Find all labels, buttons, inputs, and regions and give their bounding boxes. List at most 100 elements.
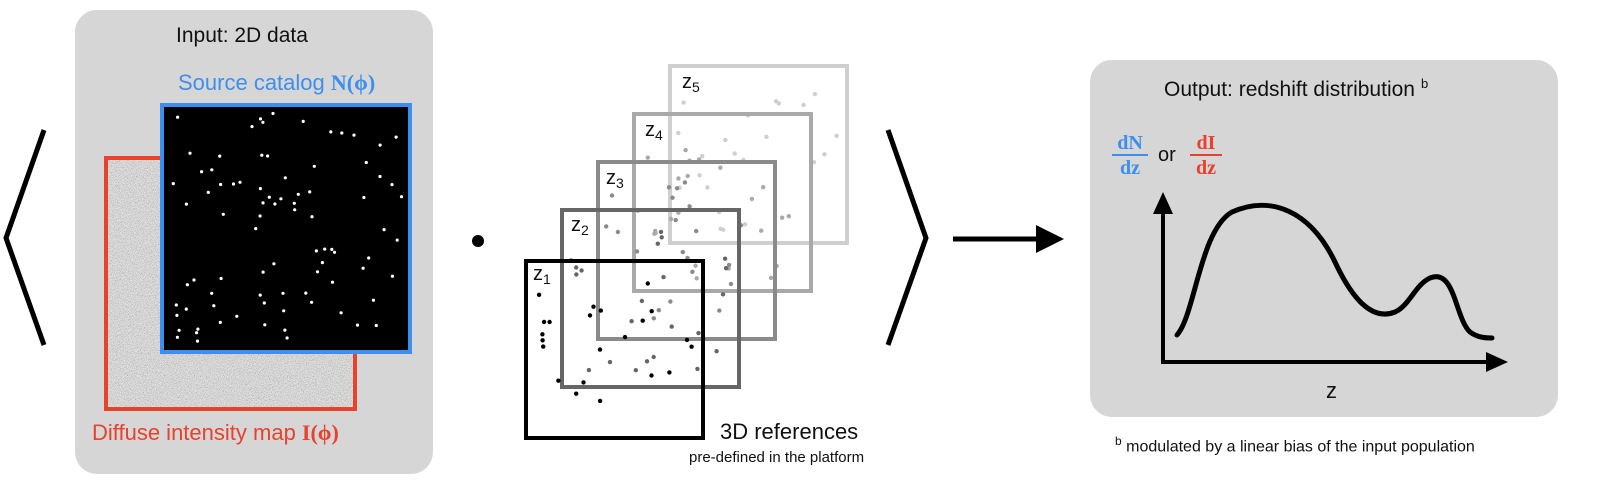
source-point (339, 311, 343, 315)
reference-point (597, 347, 603, 352)
dNdz-fraction: dN dz (1112, 132, 1148, 180)
reference-point (598, 308, 603, 313)
references-caption: 3D references (720, 419, 859, 444)
reference-point (609, 193, 615, 198)
source-point (374, 323, 378, 328)
source-point (352, 133, 356, 137)
reference-point (649, 373, 654, 378)
source-point (210, 168, 214, 172)
source-point (192, 278, 196, 282)
input-title: Input: 2D data (176, 24, 308, 47)
source-point (361, 266, 365, 270)
reference-point (723, 266, 729, 271)
source-point (219, 182, 223, 187)
reference-point (666, 185, 672, 190)
source-catalog-frame (160, 103, 412, 354)
source-point (258, 187, 262, 191)
source-point (254, 227, 258, 231)
source-point (196, 327, 200, 331)
reference-point (574, 272, 579, 277)
arrow-head (1036, 225, 1064, 253)
reference-point (684, 337, 690, 343)
reference-point (653, 228, 658, 234)
dot-operator (472, 235, 484, 247)
reference-point (651, 316, 656, 321)
reference-point (742, 222, 748, 227)
source-point (258, 293, 262, 297)
source-point (283, 176, 287, 180)
source-point (218, 320, 222, 324)
source-point (206, 190, 210, 194)
right-angle-bracket (885, 129, 929, 346)
source-point (235, 314, 239, 318)
source-point (355, 323, 360, 327)
reference-point (687, 204, 692, 209)
source-point (323, 247, 327, 251)
source-point (281, 291, 285, 295)
reference-point (658, 229, 664, 235)
reference-point (676, 130, 681, 136)
source-point (262, 301, 266, 305)
reference-point (768, 275, 774, 281)
reference-point (801, 102, 806, 108)
source-point (390, 183, 394, 187)
reference-slice-frame (632, 112, 813, 293)
source-point (221, 212, 225, 216)
source-point (258, 117, 263, 121)
source-point (312, 164, 316, 168)
reference-point (764, 134, 769, 139)
source-point (310, 300, 314, 304)
y-axis-arrowhead (1153, 192, 1173, 214)
source-point (175, 335, 179, 339)
references-subcaption: pre-defined in the platform (689, 449, 865, 466)
source-point (238, 180, 242, 184)
dI-numerator: dI (1190, 132, 1222, 156)
reference-point (681, 100, 686, 105)
reference-point (697, 173, 702, 178)
reference-point (690, 269, 695, 274)
reference-point (759, 228, 764, 233)
source-point (184, 307, 188, 311)
reference-point (586, 367, 592, 373)
source-point (399, 195, 404, 199)
reference-point (689, 344, 694, 349)
slice-label-2: z2 (571, 214, 589, 238)
reference-point (574, 391, 579, 396)
source-point (210, 291, 214, 295)
reference-point (680, 249, 685, 255)
source-point (292, 201, 296, 205)
reference-slice-frame (668, 64, 849, 245)
source-point (273, 202, 277, 206)
reference-point (834, 133, 839, 138)
reference-point (749, 196, 755, 202)
reference-slice-frame (596, 160, 777, 341)
source-point (261, 201, 265, 205)
source-point (293, 208, 297, 212)
source-point (176, 115, 180, 119)
source-point (171, 182, 175, 186)
source-point (282, 309, 286, 313)
x-axis-arrowhead (1486, 352, 1508, 372)
reference-point (615, 229, 621, 235)
reference-point (579, 268, 584, 273)
source-point (308, 190, 312, 194)
reference-point (668, 299, 673, 304)
source-point (301, 119, 305, 123)
reference-point (634, 249, 640, 254)
source-point (212, 304, 216, 308)
source-point (261, 120, 265, 124)
source-point (266, 154, 270, 158)
source-point (271, 111, 275, 116)
reference-point (732, 151, 737, 156)
source-point (378, 143, 382, 147)
dN-denominator: dz (1120, 157, 1140, 179)
reference-point (722, 256, 728, 261)
slice-label-3: z3 (606, 167, 624, 191)
or-text: or (1158, 144, 1176, 166)
source-point (267, 195, 271, 199)
reference-point (717, 308, 722, 313)
source-catalog-symbol: N(ϕ) (330, 70, 376, 95)
reference-point (541, 319, 547, 325)
